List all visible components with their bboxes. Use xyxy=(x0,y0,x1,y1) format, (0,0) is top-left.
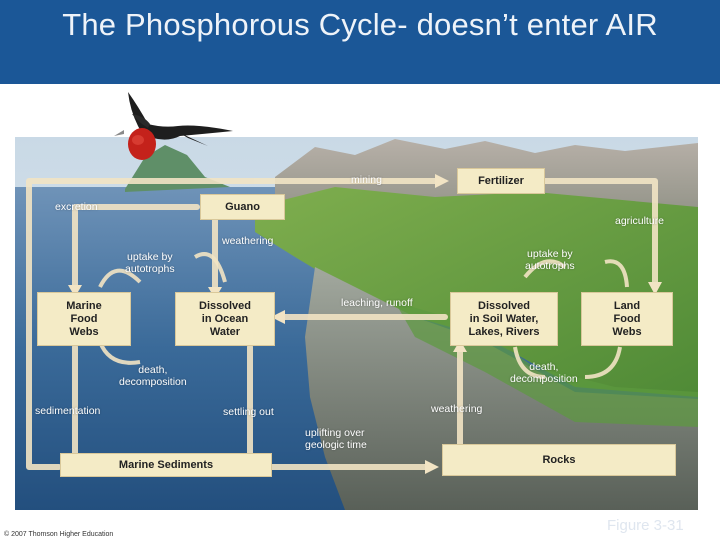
frigate-bird-icon xyxy=(114,92,233,160)
copyright-notice: © 2007 Thomson Higher Education xyxy=(4,531,114,538)
slide-title: The Phosphorous Cycle- doesn’t enter AIR xyxy=(62,7,658,42)
marine-food-webs-box: Marine Food Webs xyxy=(37,292,131,346)
title-bar xyxy=(0,0,720,84)
agriculture-label: agriculture xyxy=(615,215,665,227)
weathering-bottom-label: weathering xyxy=(431,403,483,415)
uptake-right-label: uptake by autotrophs xyxy=(525,248,575,272)
guano-box: Guano xyxy=(200,194,285,220)
sedimentation-label: sedimentation xyxy=(35,405,101,417)
uplifting-label: uplifting over geologic time xyxy=(305,427,367,451)
fertilizer-box: Fertilizer xyxy=(457,168,545,194)
death-right-label: death, decomposition xyxy=(510,361,578,385)
mining-label: mining xyxy=(351,174,382,186)
land-food-webs-box: Land Food Webs xyxy=(581,292,673,346)
uptake-left-label: uptake by autotrophs xyxy=(125,251,175,275)
phosphorus-cycle-diagram: Fertilizer Guano Marine Food Webs Dissol… xyxy=(15,137,698,510)
rocks-box: Rocks xyxy=(442,444,676,476)
settling-out-label: settling out xyxy=(223,406,274,418)
dissolved-soil-box: Dissolved in Soil Water, Lakes, Rivers xyxy=(450,292,558,346)
death-left-label: death, decomposition xyxy=(119,364,187,388)
figure-number: Figure 3-31 xyxy=(607,517,684,534)
leaching-runoff-label: leaching, runoff xyxy=(341,297,413,309)
marine-sediments-box: Marine Sediments xyxy=(60,453,272,477)
dissolved-ocean-box: Dissolved in Ocean Water xyxy=(175,292,275,346)
weathering-top-label: weathering xyxy=(222,235,274,247)
excretion-label: excretion xyxy=(55,201,98,213)
